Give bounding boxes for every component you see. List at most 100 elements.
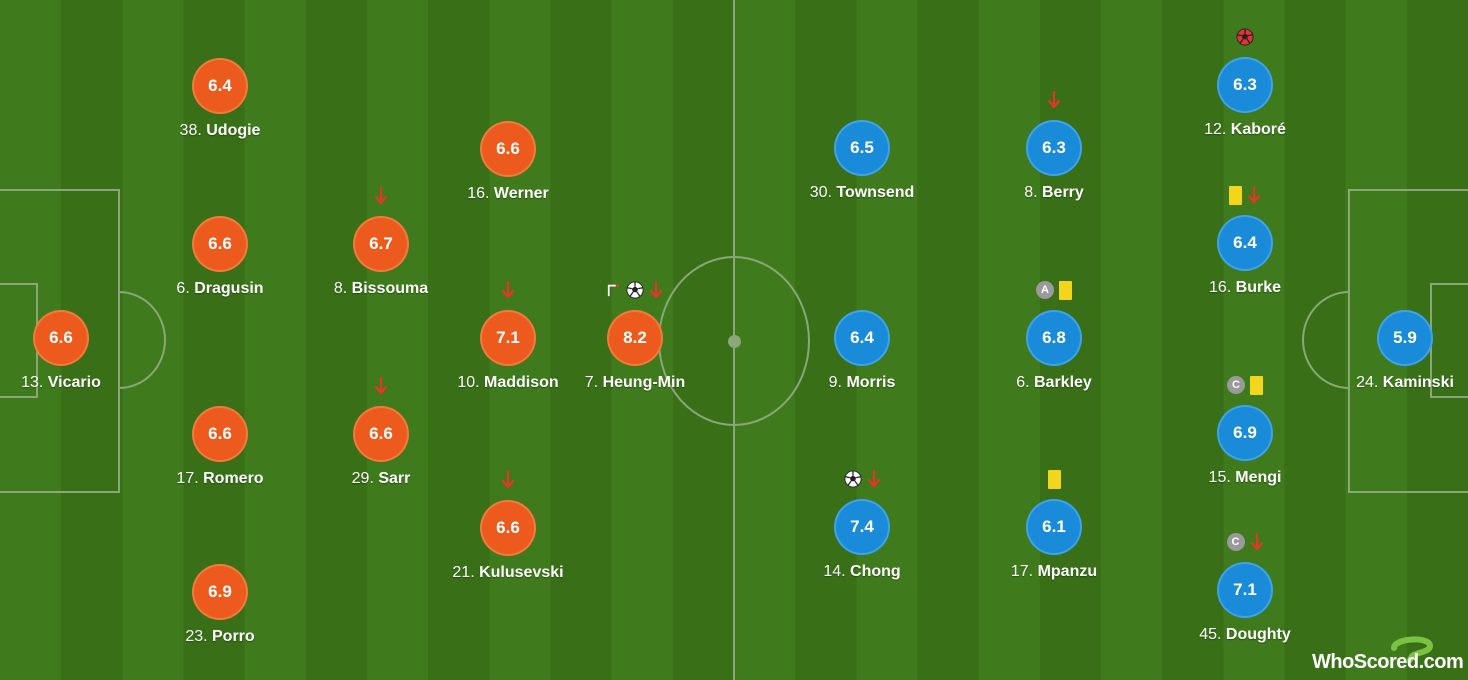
player-number: 45. (1199, 626, 1226, 643)
substituted-off-icon (867, 470, 880, 488)
player-rating[interactable]: 6.9 (1219, 407, 1271, 459)
player-label[interactable]: 8. Bissouma (281, 280, 481, 298)
player-label[interactable]: 10. Maddison (408, 374, 608, 392)
player-label[interactable]: 9. Morris (762, 374, 962, 392)
player-label[interactable]: 38. Udogie (120, 122, 320, 140)
assist-icon (607, 283, 620, 297)
player-label[interactable]: 12. Kaboré (1145, 121, 1345, 139)
player-label[interactable]: 14. Chong (762, 563, 962, 581)
player-rating[interactable]: 6.7 (355, 218, 407, 270)
whoscored-logo: WhoScored.com (1310, 634, 1464, 680)
player-rating[interactable]: 6.6 (355, 408, 407, 460)
player-name: Berry (1041, 184, 1084, 201)
player-name: Udogie (206, 122, 261, 139)
player-number: 10. (457, 374, 484, 391)
player-rating[interactable]: 8.2 (609, 312, 661, 364)
player-number: 16. (467, 185, 494, 202)
player-name: Vicario (47, 374, 101, 391)
player-label[interactable]: 30. Townsend (762, 184, 962, 202)
player-number: 38. (179, 122, 207, 139)
player-label[interactable]: 23. Porro (120, 628, 320, 646)
substituted-off-icon (649, 281, 663, 299)
player-event-icons (408, 280, 608, 300)
player-rating[interactable]: 6.4 (1219, 217, 1271, 269)
player-number: 24. (1356, 374, 1383, 391)
vice-captain-badge-icon: A (1036, 281, 1054, 299)
player-name: Maddison (484, 374, 559, 391)
player-rating[interactable]: 6.6 (194, 218, 246, 270)
yellow-card-icon (1059, 280, 1072, 300)
player-name: Barkley (1033, 374, 1092, 391)
player-label[interactable]: 17. Romero (120, 470, 320, 488)
player-rating[interactable]: 6.1 (1028, 501, 1080, 553)
player-number: 13. (21, 374, 48, 391)
player-event-icons (281, 376, 481, 396)
player-rating[interactable]: 5.9 (1379, 312, 1431, 364)
player-rating[interactable]: 6.4 (836, 312, 888, 364)
center-spot (728, 335, 741, 348)
player-label[interactable]: 15. Mengi (1145, 469, 1345, 487)
substituted-off-icon (501, 471, 515, 489)
player-name: Heung-Min (602, 374, 686, 391)
player-name: Kaboré (1230, 121, 1286, 138)
player-event-icons (281, 186, 481, 206)
player-number: 14. (823, 563, 851, 580)
substituted-off-icon (1250, 533, 1263, 551)
player-label[interactable]: 16. Werner (408, 185, 608, 203)
player-number: 9. (828, 374, 847, 391)
player-label[interactable]: 7. Heung-Min (535, 374, 735, 392)
player-number: 17. (176, 470, 204, 487)
player-event-icons (535, 280, 735, 300)
player-event-icons (1145, 27, 1345, 47)
player-rating[interactable]: 6.5 (836, 122, 888, 174)
substituted-off-icon (374, 187, 388, 205)
yellow-card-icon (1250, 375, 1263, 395)
player-label[interactable]: 13. Vicario (0, 374, 161, 392)
player-label[interactable]: 21. Kulusevski (408, 564, 608, 582)
player-label[interactable]: 6. Dragusin (120, 280, 320, 298)
player-name: Mpanzu (1037, 563, 1098, 580)
logo-question-mark-icon (1391, 636, 1434, 663)
player-name: Townsend (836, 184, 915, 201)
player-rating[interactable]: 6.6 (35, 312, 87, 364)
player-name: Kaminski (1382, 374, 1454, 391)
goal-ball-icon (626, 281, 644, 299)
player-label[interactable]: 17. Mpanzu (954, 563, 1154, 581)
player-label[interactable]: 29. Sarr (281, 470, 481, 488)
player-number: 21. (452, 564, 480, 581)
player-name: Kulusevski (479, 564, 564, 581)
player-name: Werner (493, 185, 549, 202)
player-number: 8. (333, 280, 352, 297)
player-label[interactable]: 16. Burke (1145, 279, 1345, 297)
player-number: 29. (351, 470, 379, 487)
player-event-icons: C (1145, 375, 1345, 395)
player-event-icons (954, 469, 1154, 489)
player-rating[interactable]: 7.1 (1219, 564, 1271, 616)
player-rating[interactable]: 6.6 (194, 408, 246, 460)
player-event-icons (954, 90, 1154, 110)
player-rating[interactable]: 7.1 (482, 312, 534, 364)
player-rating[interactable]: 6.4 (194, 60, 246, 112)
player-name: Romero (203, 470, 264, 487)
substituted-off-icon (1047, 91, 1061, 109)
yellow-card-icon (1047, 469, 1061, 489)
captain-badge-icon: C (1226, 533, 1245, 551)
player-rating[interactable]: 7.4 (836, 501, 888, 553)
player-name: Burke (1235, 279, 1282, 296)
yellow-card-icon (1229, 185, 1242, 205)
player-rating[interactable]: 6.3 (1219, 59, 1271, 111)
player-label[interactable]: 24. Kaminski (1305, 374, 1468, 392)
goal-ball-icon (843, 470, 862, 488)
player-number: 16. (1208, 279, 1236, 296)
player-rating[interactable]: 6.8 (1028, 312, 1080, 364)
player-label[interactable]: 6. Barkley (954, 374, 1154, 392)
logo-brand-suffix: .com (1418, 651, 1464, 673)
player-label[interactable]: 45. Doughty (1145, 626, 1345, 644)
player-rating[interactable]: 6.3 (1028, 122, 1080, 174)
player-label[interactable]: 8. Berry (954, 184, 1154, 202)
player-rating[interactable]: 6.6 (482, 123, 534, 175)
player-rating[interactable]: 6.6 (482, 502, 534, 554)
player-rating[interactable]: 6.9 (194, 566, 246, 618)
substituted-off-icon (501, 281, 515, 299)
